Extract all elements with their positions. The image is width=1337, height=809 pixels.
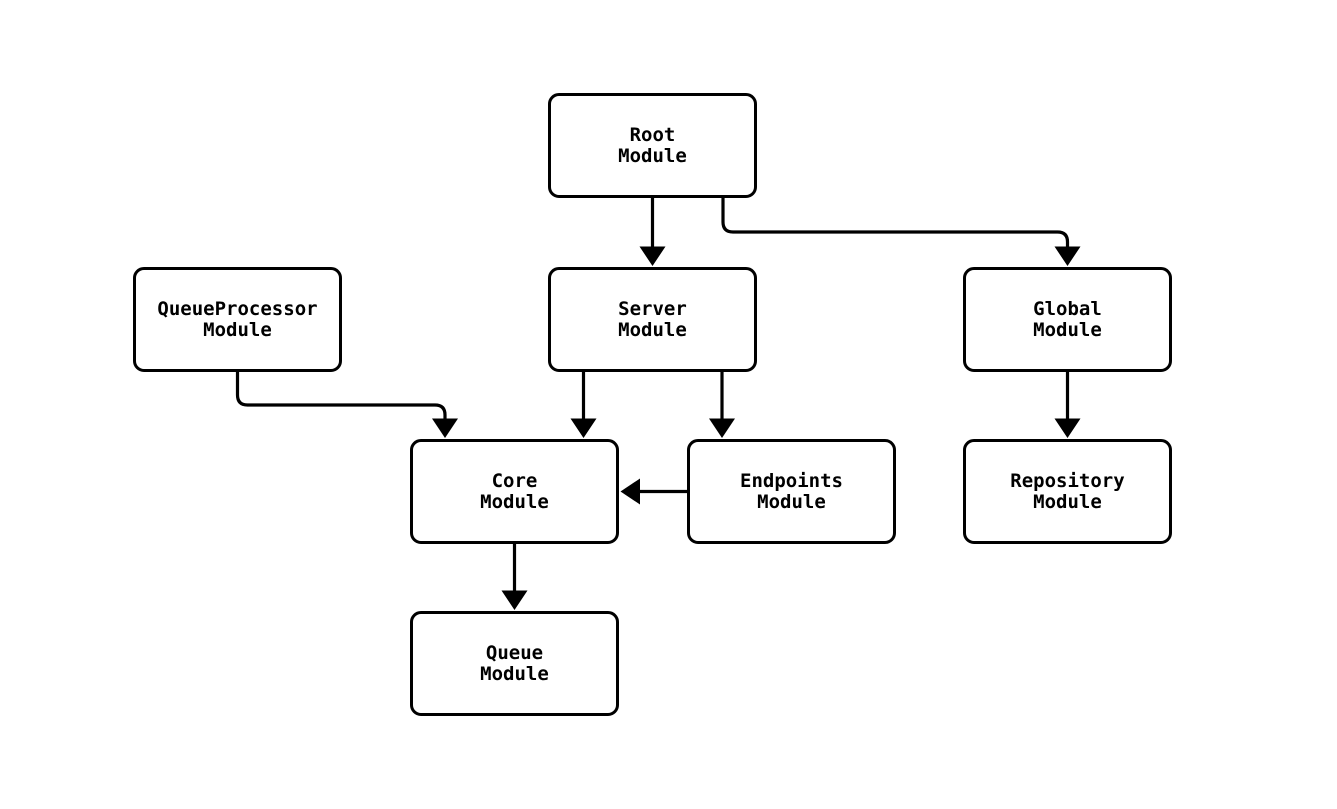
edge-server-to-endpoints xyxy=(709,372,735,438)
node-queueprocessor-module: QueueProcessor Module xyxy=(133,267,342,372)
node-global-module-label: Global Module xyxy=(1033,297,1102,341)
node-queueprocessor-module-label: QueueProcessor Module xyxy=(157,297,318,341)
node-queue-module-label: Queue Module xyxy=(480,641,549,685)
node-endpoints-module-label: Endpoints Module xyxy=(740,469,843,513)
node-repository-module-label: Repository Module xyxy=(1010,469,1125,513)
node-root-module-label: Root Module xyxy=(618,123,687,167)
edge-server-to-core xyxy=(570,372,597,438)
node-endpoints-module: Endpoints Module xyxy=(687,439,896,544)
edge-core-to-queue xyxy=(501,544,528,610)
node-repository-module: Repository Module xyxy=(963,439,1172,544)
node-server-module: Server Module xyxy=(548,267,757,372)
node-root-module: Root Module xyxy=(548,93,757,198)
node-core-module: Core Module xyxy=(410,439,619,544)
node-server-module-label: Server Module xyxy=(618,297,687,341)
edge-global-to-repository xyxy=(1054,372,1081,438)
edge-root-to-server xyxy=(639,197,666,266)
node-global-module: Global Module xyxy=(963,267,1172,372)
node-queue-module: Queue Module xyxy=(410,611,619,716)
node-core-module-label: Core Module xyxy=(480,469,549,513)
edge-endpoints-to-core xyxy=(620,478,687,505)
edge-queueprocessor-to-core xyxy=(235,372,458,438)
edge-root-to-global xyxy=(721,197,1081,266)
